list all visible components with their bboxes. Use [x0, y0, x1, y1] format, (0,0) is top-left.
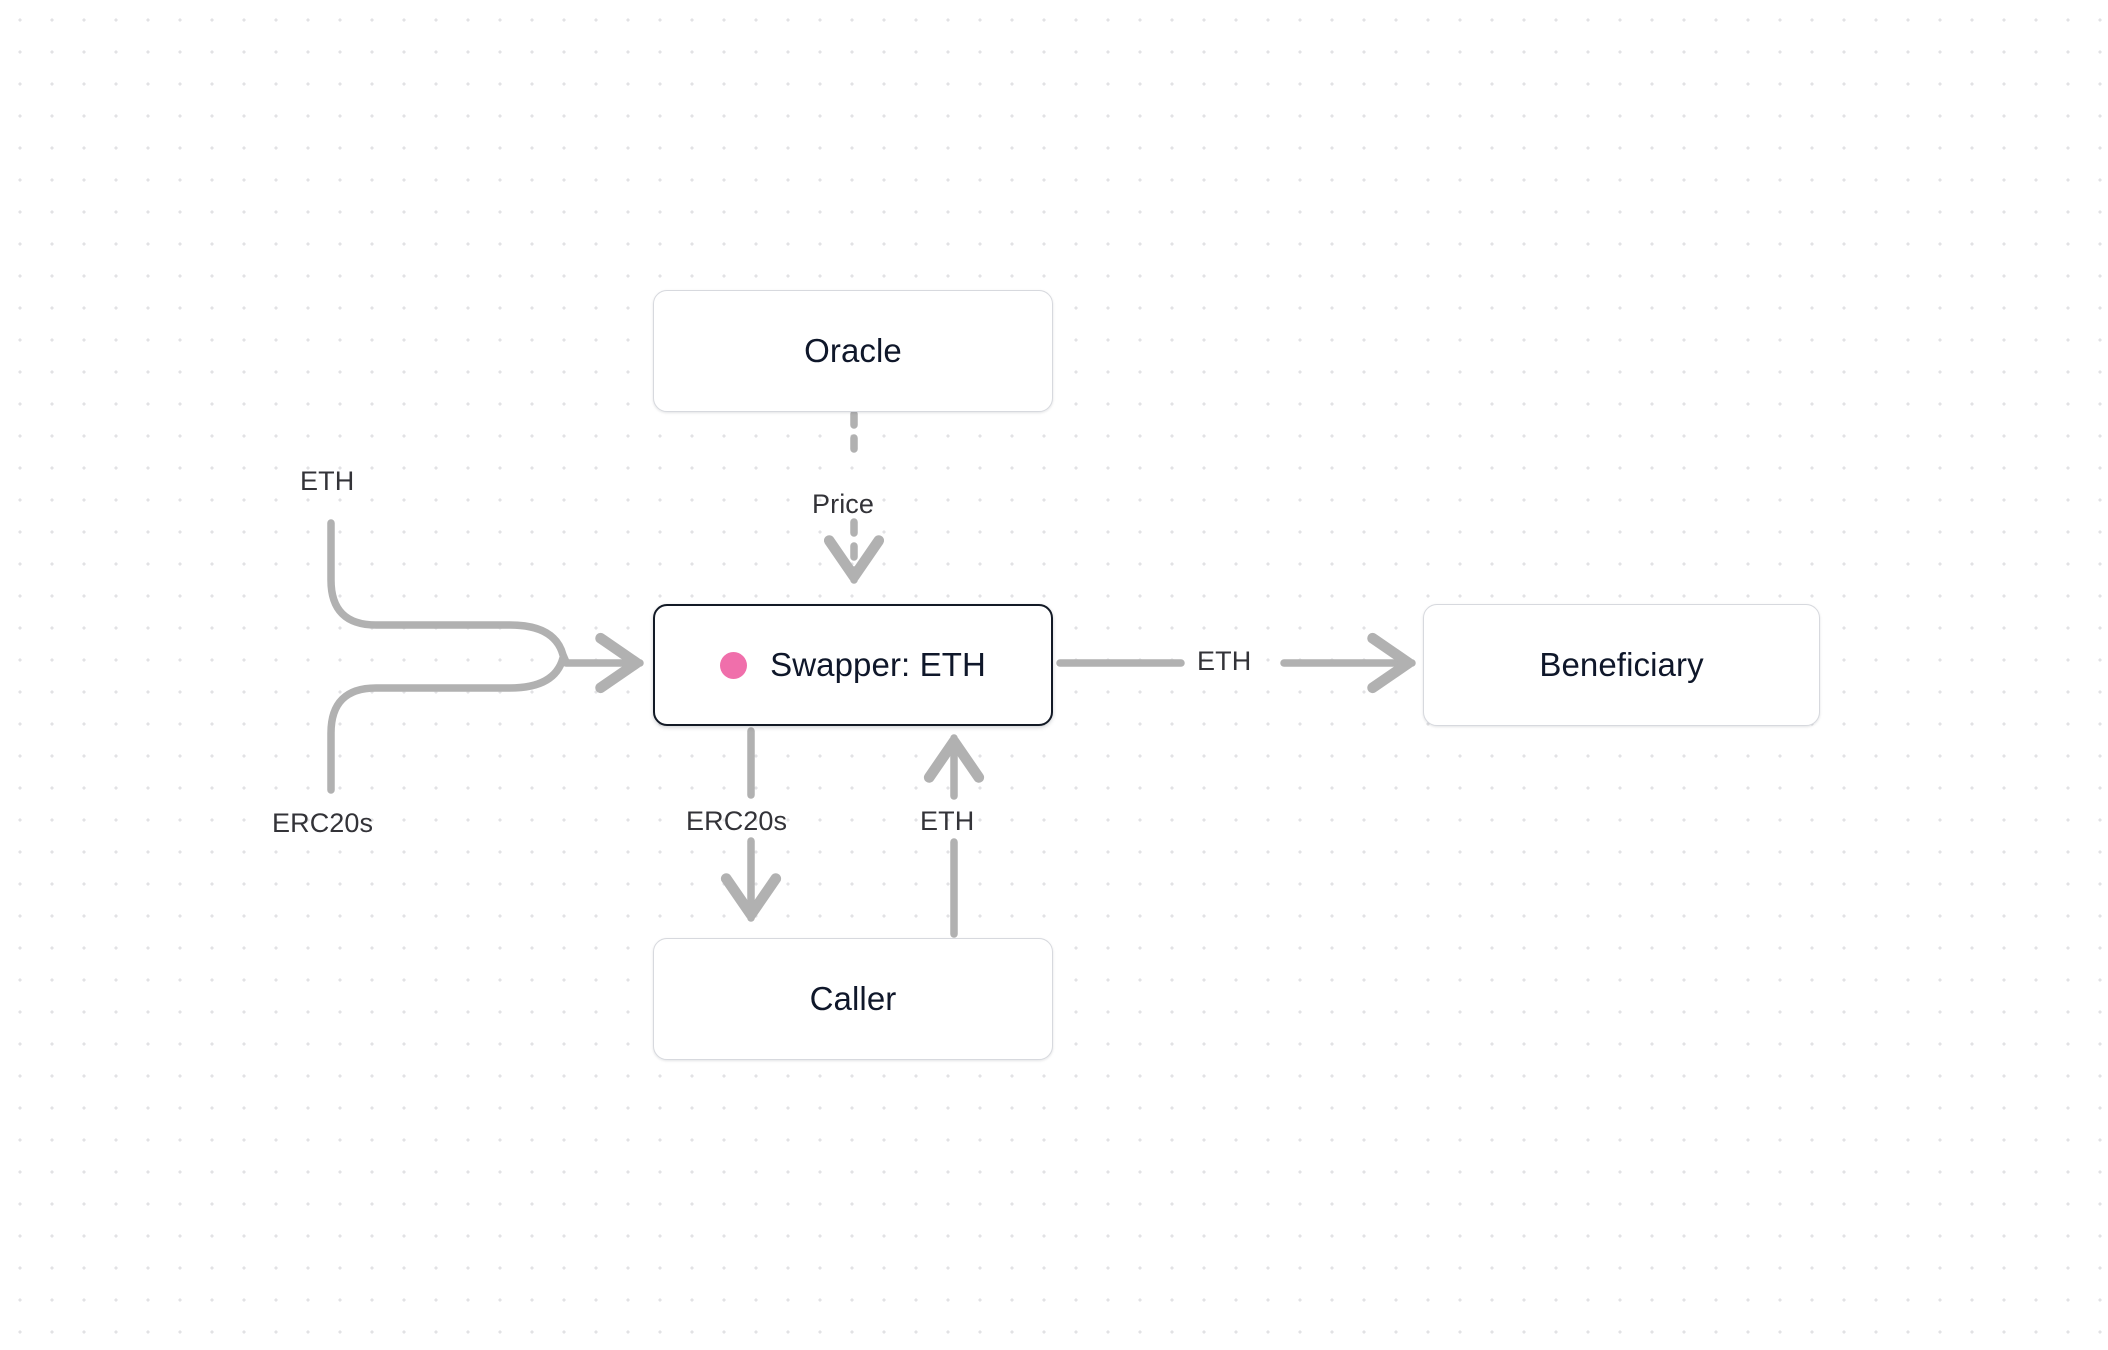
node-oracle-label: Oracle — [804, 332, 902, 369]
status-dot-icon — [720, 651, 748, 679]
node-beneficiary[interactable]: Beneficiary — [1423, 604, 1820, 726]
node-swapper-inner: Swapper: ETH — [720, 646, 986, 684]
node-swapper[interactable]: Swapper: ETH — [653, 604, 1053, 726]
node-caller-label: Caller — [809, 980, 897, 1017]
node-caller[interactable]: Caller — [653, 938, 1053, 1060]
edge-label-swapper-beneficiary: ETH — [1197, 646, 1252, 676]
node-swapper-label: Swapper: ETH — [770, 646, 986, 683]
edge-label-oracle-price: Price — [812, 489, 875, 519]
node-caller-inner: Caller — [810, 980, 897, 1018]
edge-path-erc20s-in — [327, 654, 570, 794]
edge-path-eth-in — [327, 519, 570, 666]
node-oracle-inner: Oracle — [804, 332, 902, 370]
edge-label-erc20s-in: ERC20s — [272, 808, 374, 838]
edge-label-swapper-caller: ERC20s — [686, 806, 788, 836]
edge-label-caller-swapper: ETH — [920, 806, 975, 836]
node-beneficiary-label: Beneficiary — [1539, 646, 1704, 683]
node-beneficiary-inner: Beneficiary — [1539, 646, 1703, 684]
edge-label-eth-in: ETH — [300, 466, 355, 496]
node-oracle[interactable]: Oracle — [653, 290, 1053, 412]
